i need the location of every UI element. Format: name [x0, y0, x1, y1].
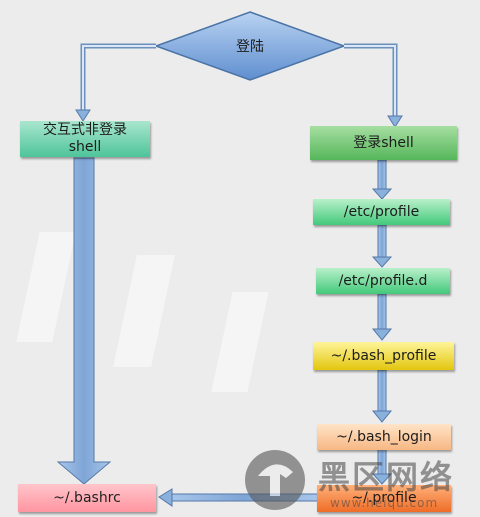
big-arrow-left [56, 157, 112, 485]
interactive-nonlogin-shell-node: 交互式非登录 shell [20, 121, 150, 157]
profile-node: ~/.profile [317, 485, 451, 512]
login-shell-node: 登录shell [310, 126, 457, 160]
node-label: 交互式非登录 [43, 122, 127, 138]
etc-profile-node: /etc/profile [313, 199, 450, 225]
node-label: ~/.bash_login [336, 428, 432, 445]
start-label: 登陆 [236, 39, 264, 55]
node-label: shell [68, 139, 102, 155]
node-label: ~/.profile [351, 490, 417, 506]
connector-to-right [344, 43, 398, 118]
chain-arrow [371, 224, 393, 268]
bashrc-node: ~/.bashrc [18, 484, 156, 512]
etc-profile-d-node: /etc/profile.d [316, 268, 450, 294]
node-label: /etc/profile [343, 203, 420, 220]
bash-profile-node: ~/.bash_profile [313, 342, 454, 370]
node-label: ~/.bashrc [53, 489, 121, 506]
node-label: /etc/profile.d [338, 272, 428, 289]
watermark-logo-icon [245, 450, 305, 510]
start-diamond [153, 11, 347, 81]
bash-login-node: ~/.bash_login [317, 424, 451, 450]
connector-to-left [80, 43, 156, 112]
watermark-subtitle: www.heiqu.com [330, 496, 439, 510]
watermark-text: 黑区网络 [318, 458, 455, 496]
arrowhead-left [75, 109, 91, 122]
chain-arrow [371, 448, 393, 485]
arrowhead-right [387, 115, 403, 128]
node-label: 登录shell [353, 134, 414, 151]
chain-arrow [371, 369, 393, 423]
node-label: ~/.bash_profile [330, 347, 437, 364]
chain-arrow [371, 159, 393, 200]
chain-arrow [371, 293, 393, 341]
